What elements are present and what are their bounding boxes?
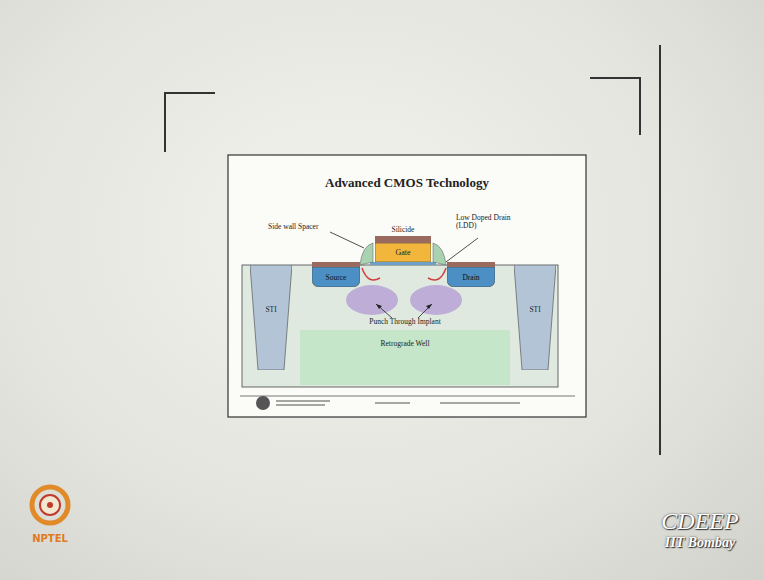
retrograde-well: [300, 330, 510, 385]
slide-title: Advanced CMOS Technology: [325, 176, 489, 190]
sti-region: STI: [250, 265, 292, 370]
silicide: [312, 262, 360, 267]
screen-frame: [165, 45, 660, 455]
footer-rule: [240, 396, 575, 397]
drain-region: Drain: [447, 267, 495, 287]
substrate: [242, 265, 558, 387]
sti-region: STI: [514, 265, 556, 370]
watermark: IIT Bombay: [665, 535, 735, 550]
footer-text-marks: [276, 401, 520, 405]
sti-region-outline: [514, 265, 556, 370]
logo-text: NPTEL: [32, 533, 68, 544]
ldd-extension: [362, 268, 380, 280]
silicide: [375, 236, 431, 243]
part-label: Punch Through Implant: [369, 318, 441, 326]
ldd-extension: [428, 268, 446, 280]
institute-logo: [256, 396, 270, 410]
region-label: Source: [326, 273, 347, 282]
sidewall-spacer: [360, 243, 373, 265]
region-label: STI: [529, 305, 540, 314]
region-label: Drain: [462, 273, 479, 282]
gate-oxide: [370, 262, 436, 265]
gate-electrode: Gate: [375, 243, 431, 262]
punch-through-pocket: [346, 285, 398, 315]
part-label: Retrograde Well: [380, 340, 429, 348]
silicide: [447, 262, 495, 267]
source-region: Source: [312, 267, 360, 287]
sidewall-spacer: [433, 243, 446, 265]
part-label: Silicide: [392, 226, 415, 234]
part-label: Side wall Spacer: [268, 223, 318, 231]
nptel-logo: [32, 487, 68, 523]
region-label: STI: [265, 305, 276, 314]
arrow-head: [376, 304, 432, 309]
punch-through-pocket: [410, 285, 462, 315]
slide-border: [228, 155, 586, 417]
sti-region-outline: [250, 265, 292, 370]
watermark: CDEEP: [661, 508, 738, 534]
part-label: Low Doped Drain (LDD): [456, 214, 518, 231]
region-label: Gate: [395, 248, 410, 257]
